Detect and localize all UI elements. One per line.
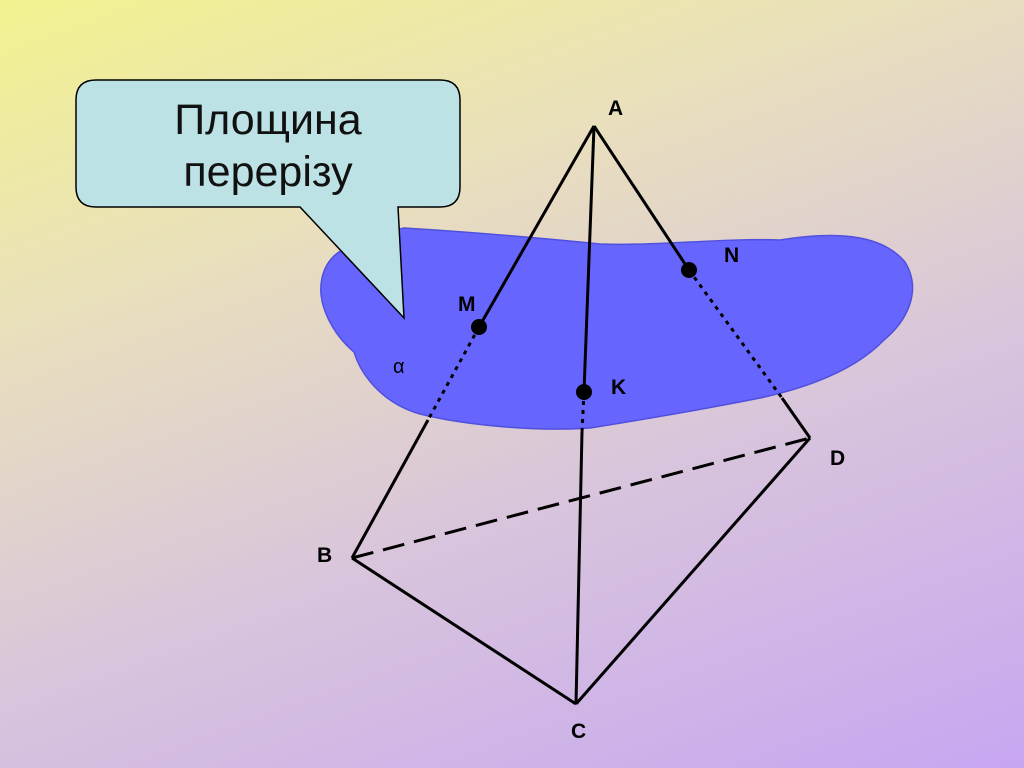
vertex-label-b: B [317,544,332,567]
edge-am [477,125,596,328]
point-label-m: M [458,293,476,316]
point-label-n: N [724,244,739,267]
vertex-label-a: A [608,97,623,120]
edge-bd-dashed [351,436,811,560]
point-m [471,319,487,335]
edge-kc-dotted [580,391,586,433]
edge-an [592,125,691,271]
edge-cd [574,437,812,705]
callout-text: Площина перерізу [88,94,448,198]
hidden-edges [351,269,811,560]
point-label-k: K [611,376,626,399]
vertex-label-c: C [571,720,586,743]
section-plane [320,227,914,430]
point-k [576,384,592,400]
pyramid-edges [350,125,812,706]
vertex-label-d: D [830,447,845,470]
edge-ac-lower [574,431,584,705]
callout-line-2: перерізу [183,148,353,196]
edge-bc [351,556,577,706]
point-n [681,262,697,278]
edge-ad-lower [780,397,812,439]
callout-line-1: Площина [174,96,362,144]
edge-ak [582,125,596,393]
plane-label-alpha: α [393,356,405,378]
edge-ab-lower [350,419,430,559]
callout-bubble [75,79,461,321]
